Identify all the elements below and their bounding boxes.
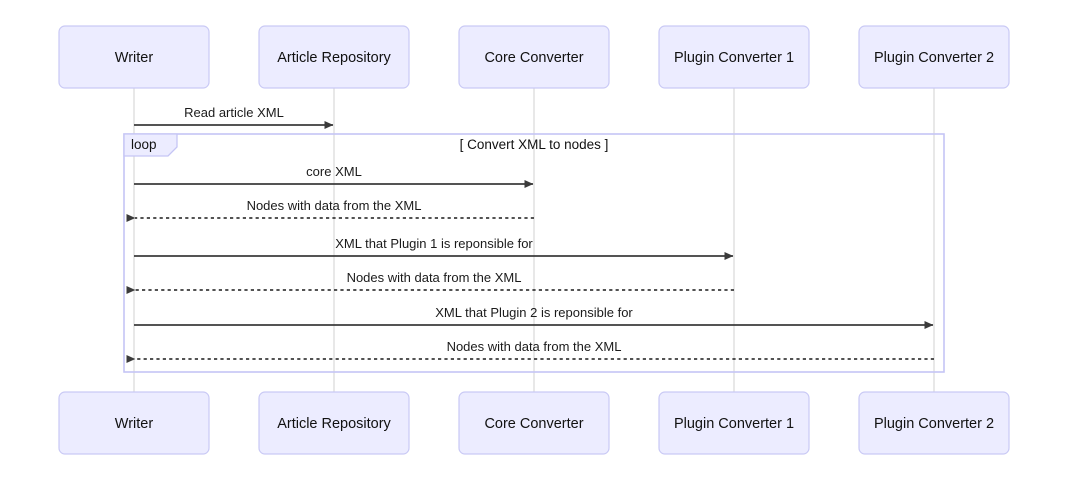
actor-boxes-bottom: Writer Article Repository Core Converter Pl… bbox=[58, 391, 1010, 455]
actor-box-plugin-converter-1-bottom[interactable] bbox=[658, 391, 810, 455]
message-label-6: Nodes with data from the XML bbox=[447, 339, 622, 354]
actor-label-plugin-converter-1-top: Plugin Converter 1 bbox=[674, 50, 794, 66]
message-6: Nodes with data from the XML bbox=[126, 339, 934, 363]
loop-frame-border bbox=[123, 133, 945, 373]
actor-boxes-top: Writer Article Repository Core Converter Pl… bbox=[58, 25, 1010, 89]
actor-plugin-converter-2-bottom[interactable]: Plugin Converter 2 bbox=[858, 391, 1010, 455]
actor-label-plugin-converter-1-bottom: Plugin Converter 1 bbox=[674, 416, 794, 432]
loop-condition-label: [ Convert XML to nodes ] bbox=[460, 137, 609, 152]
message-5: XML that Plugin 2 is reponsible for bbox=[134, 305, 934, 329]
actor-article-repository-top[interactable]: Article Repository bbox=[258, 25, 410, 89]
loop-tab-shape bbox=[123, 133, 178, 157]
actor-box-plugin-converter-1-top[interactable] bbox=[658, 25, 810, 89]
actor-label-plugin-converter-2-bottom: Plugin Converter 2 bbox=[874, 416, 994, 432]
actor-writer-top[interactable]: Writer bbox=[58, 25, 210, 89]
loop-fragment: loop [ Convert XML to nodes ] bbox=[123, 133, 945, 373]
actor-box-plugin-converter-2-top[interactable] bbox=[858, 25, 1010, 89]
lifelines-group bbox=[133, 88, 935, 392]
message-label-3: XML that Plugin 1 is reponsible for bbox=[335, 236, 533, 251]
actor-article-repository-bottom[interactable]: Article Repository bbox=[258, 391, 410, 455]
message-label-0: Read article XML bbox=[184, 105, 284, 120]
actor-core-converter-top[interactable]: Core Converter bbox=[458, 25, 610, 89]
actor-label-article-repository-top: Article Repository bbox=[277, 50, 391, 66]
message-3: XML that Plugin 1 is reponsible for bbox=[134, 236, 734, 260]
actor-plugin-converter-1-bottom[interactable]: Plugin Converter 1 bbox=[658, 391, 810, 455]
message-label-4: Nodes with data from the XML bbox=[347, 270, 522, 285]
actor-plugin-converter-1-top[interactable]: Plugin Converter 1 bbox=[658, 25, 810, 89]
actor-label-writer-bottom: Writer bbox=[115, 416, 154, 432]
actor-core-converter-bottom[interactable]: Core Converter bbox=[458, 391, 610, 455]
loop-tab-label: loop bbox=[131, 137, 157, 152]
actor-box-plugin-converter-2-bottom[interactable] bbox=[858, 391, 1010, 455]
actor-label-core-converter-bottom: Core Converter bbox=[484, 416, 583, 432]
actor-label-core-converter-top: Core Converter bbox=[484, 50, 583, 66]
message-2: Nodes with data from the XML bbox=[126, 198, 534, 222]
message-1: core XML bbox=[134, 164, 534, 188]
actor-label-writer-top: Writer bbox=[115, 50, 154, 66]
messages-group: Read article XML core XML Nodes with data … bbox=[126, 105, 934, 363]
actor-box-core-converter-top[interactable] bbox=[458, 25, 610, 89]
message-label-5: XML that Plugin 2 is reponsible for bbox=[435, 305, 633, 320]
actor-box-article-repository-top[interactable] bbox=[258, 25, 410, 89]
message-0: Read article XML bbox=[134, 105, 334, 129]
actor-writer-bottom[interactable]: Writer bbox=[58, 391, 210, 455]
message-label-1: core XML bbox=[306, 164, 362, 179]
actor-plugin-converter-2-top[interactable]: Plugin Converter 2 bbox=[858, 25, 1010, 89]
message-label-2: Nodes with data from the XML bbox=[247, 198, 422, 213]
actor-label-plugin-converter-2-top: Plugin Converter 2 bbox=[874, 50, 994, 66]
actor-box-article-repository-bottom[interactable] bbox=[258, 391, 410, 455]
actor-box-core-converter-bottom[interactable] bbox=[458, 391, 610, 455]
actor-box-writer-top[interactable] bbox=[58, 25, 210, 89]
message-4: Nodes with data from the XML bbox=[126, 270, 734, 294]
actor-box-writer-bottom[interactable] bbox=[58, 391, 210, 455]
actor-label-article-repository-bottom: Article Repository bbox=[277, 416, 391, 432]
